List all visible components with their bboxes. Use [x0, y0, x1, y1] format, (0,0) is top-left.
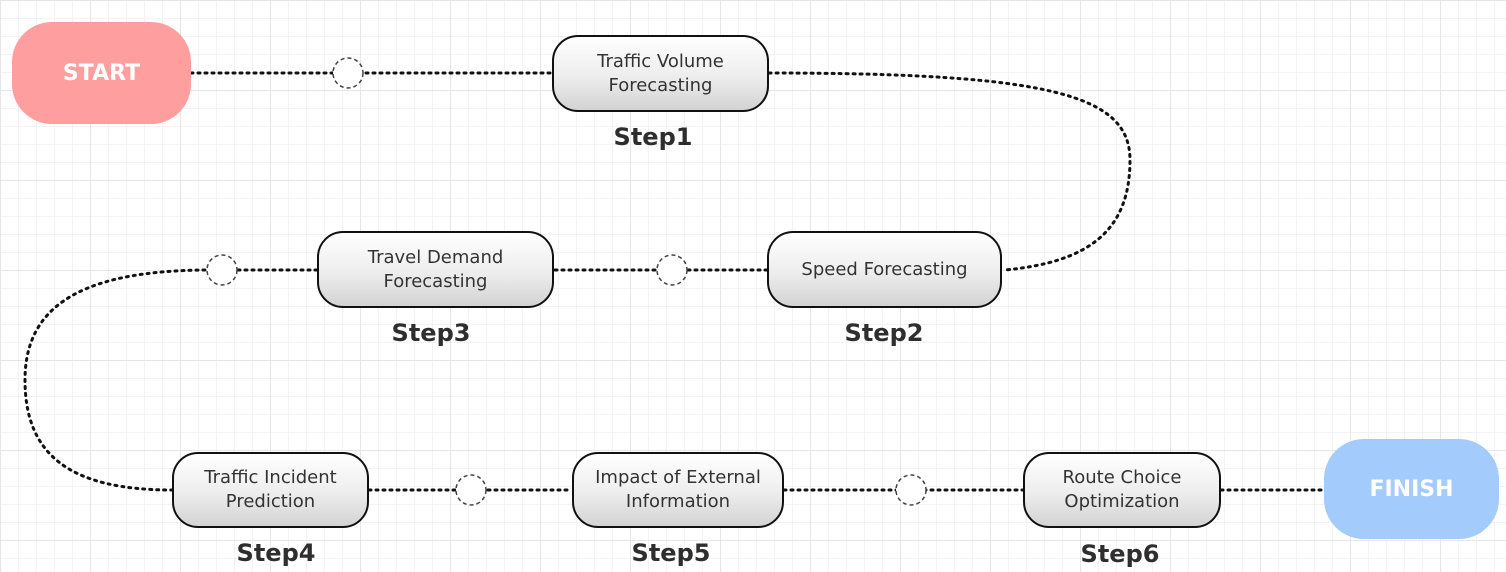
step1-text-line2: Forecasting [608, 74, 713, 96]
connector-step1-step2 [767, 71, 1132, 272]
waypoint-circle [895, 474, 927, 506]
step1-label: Step1 [613, 123, 693, 151]
step3-text-line1: Travel Demand [367, 246, 504, 268]
step1-node: Traffic Volume Forecasting [552, 35, 769, 112]
step3-node: Travel Demand Forecasting [317, 231, 554, 308]
waypoint-circle [332, 57, 364, 89]
step5-label: Step5 [631, 539, 711, 567]
step2-node: Speed Forecasting [767, 231, 1002, 308]
connector-step3-step4 [23, 268, 319, 492]
step2-label: Step2 [844, 319, 924, 347]
finish-node: FINISH [1324, 439, 1499, 539]
step5-text-line1: Impact of External [595, 467, 761, 488]
step6-text-line2: Optimization [1064, 491, 1180, 512]
step4-node: Traffic Incident Prediction [172, 452, 369, 528]
step5-node: Impact of External Information [572, 452, 784, 528]
step2-text-line1: Speed Forecasting [801, 258, 968, 280]
step4-label: Step4 [236, 539, 316, 567]
step4-text-line1: Traffic Incident [204, 467, 337, 488]
waypoint-circle [206, 254, 238, 286]
step1-text-line1: Traffic Volume [597, 50, 724, 72]
step3-label: Step3 [391, 319, 471, 347]
step3-text-line2: Forecasting [383, 270, 488, 292]
step6-text-line1: Route Choice [1062, 467, 1182, 488]
step6-label: Step6 [1080, 540, 1160, 568]
step5-text-line2: Information [625, 491, 731, 512]
waypoint-circle [455, 474, 487, 506]
waypoint-circle [656, 254, 688, 286]
step4-text-line2: Prediction [225, 491, 316, 512]
start-node: START [12, 22, 191, 124]
step6-node: Route Choice Optimization [1023, 452, 1221, 528]
